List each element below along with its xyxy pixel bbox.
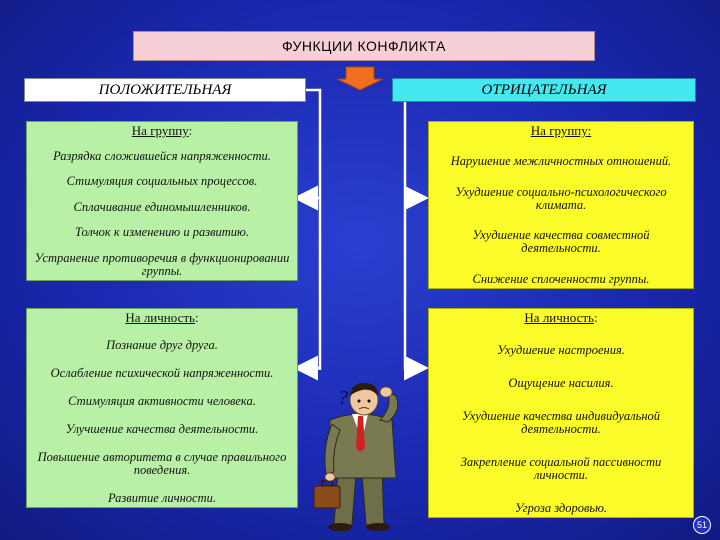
list-item: Развитие личности. — [108, 491, 216, 505]
page-title: ФУНКЦИИ КОНФЛИКТА — [133, 31, 595, 61]
list-item: Ухудшение качества индивидуальной деятел… — [461, 409, 661, 436]
list-item: Ухудшение качества совместной деятельнос… — [472, 228, 650, 256]
list-item: Повышение авторитета в случае правильног… — [37, 450, 287, 477]
positive-heading: ПОЛОЖИТЕЛЬНАЯ — [24, 78, 306, 102]
negative-group-header: На группу: — [530, 123, 592, 138]
list-item: Ослабление психической напряженности. — [50, 366, 274, 380]
list-item: Толчок к изменению и развитию. — [74, 225, 249, 240]
positive-person-header: На личность: — [125, 310, 199, 325]
list-item: Разрядка сложившейся напряженности. — [53, 148, 271, 163]
negative-group-box: На группу: Нарушение межличностных отнош… — [428, 121, 694, 289]
page-number-badge: 51 — [693, 516, 711, 534]
list-item: Закрепление социальной пассивности лично… — [460, 455, 662, 482]
svg-text:?: ? — [338, 387, 348, 409]
list-item: Стимуляция активности человека. — [68, 394, 256, 408]
list-item: Ухудшение настроения. — [497, 343, 625, 357]
list-item: Познание друг друга. — [106, 338, 218, 352]
left-trunk-line — [305, 88, 322, 370]
list-item: Улучшение качества деятельности. — [65, 422, 259, 436]
list-item: Сплачивание единомышленников. — [73, 199, 251, 214]
list-item: Снижение сплоченности группы. — [472, 272, 650, 286]
list-item: Ощущение насилия. — [508, 376, 614, 390]
positive-group-header: На группу: — [131, 123, 193, 138]
positive-group-box: На группу: Разрядка сложившейся напряжен… — [26, 121, 298, 281]
list-item: Устранение противоречия в функционирован… — [34, 250, 290, 278]
list-item: Нарушение межличностных отношений. — [450, 153, 672, 168]
list-item: Стимуляция социальных процессов. — [66, 174, 258, 189]
negative-heading: ОТРИЦАТЕЛЬНАЯ — [392, 78, 696, 102]
negative-person-header: На личность: — [524, 310, 598, 325]
negative-person-box: На личность: Ухудшение настроения. Ощуще… — [428, 308, 694, 518]
down-arrow-icon — [336, 66, 384, 91]
list-item: Ухудшение социально-психологического кли… — [455, 184, 667, 212]
positive-person-box: На личность: Познание друг друга. Ослабл… — [26, 308, 298, 508]
list-item: Угроза здоровью. — [514, 501, 608, 515]
